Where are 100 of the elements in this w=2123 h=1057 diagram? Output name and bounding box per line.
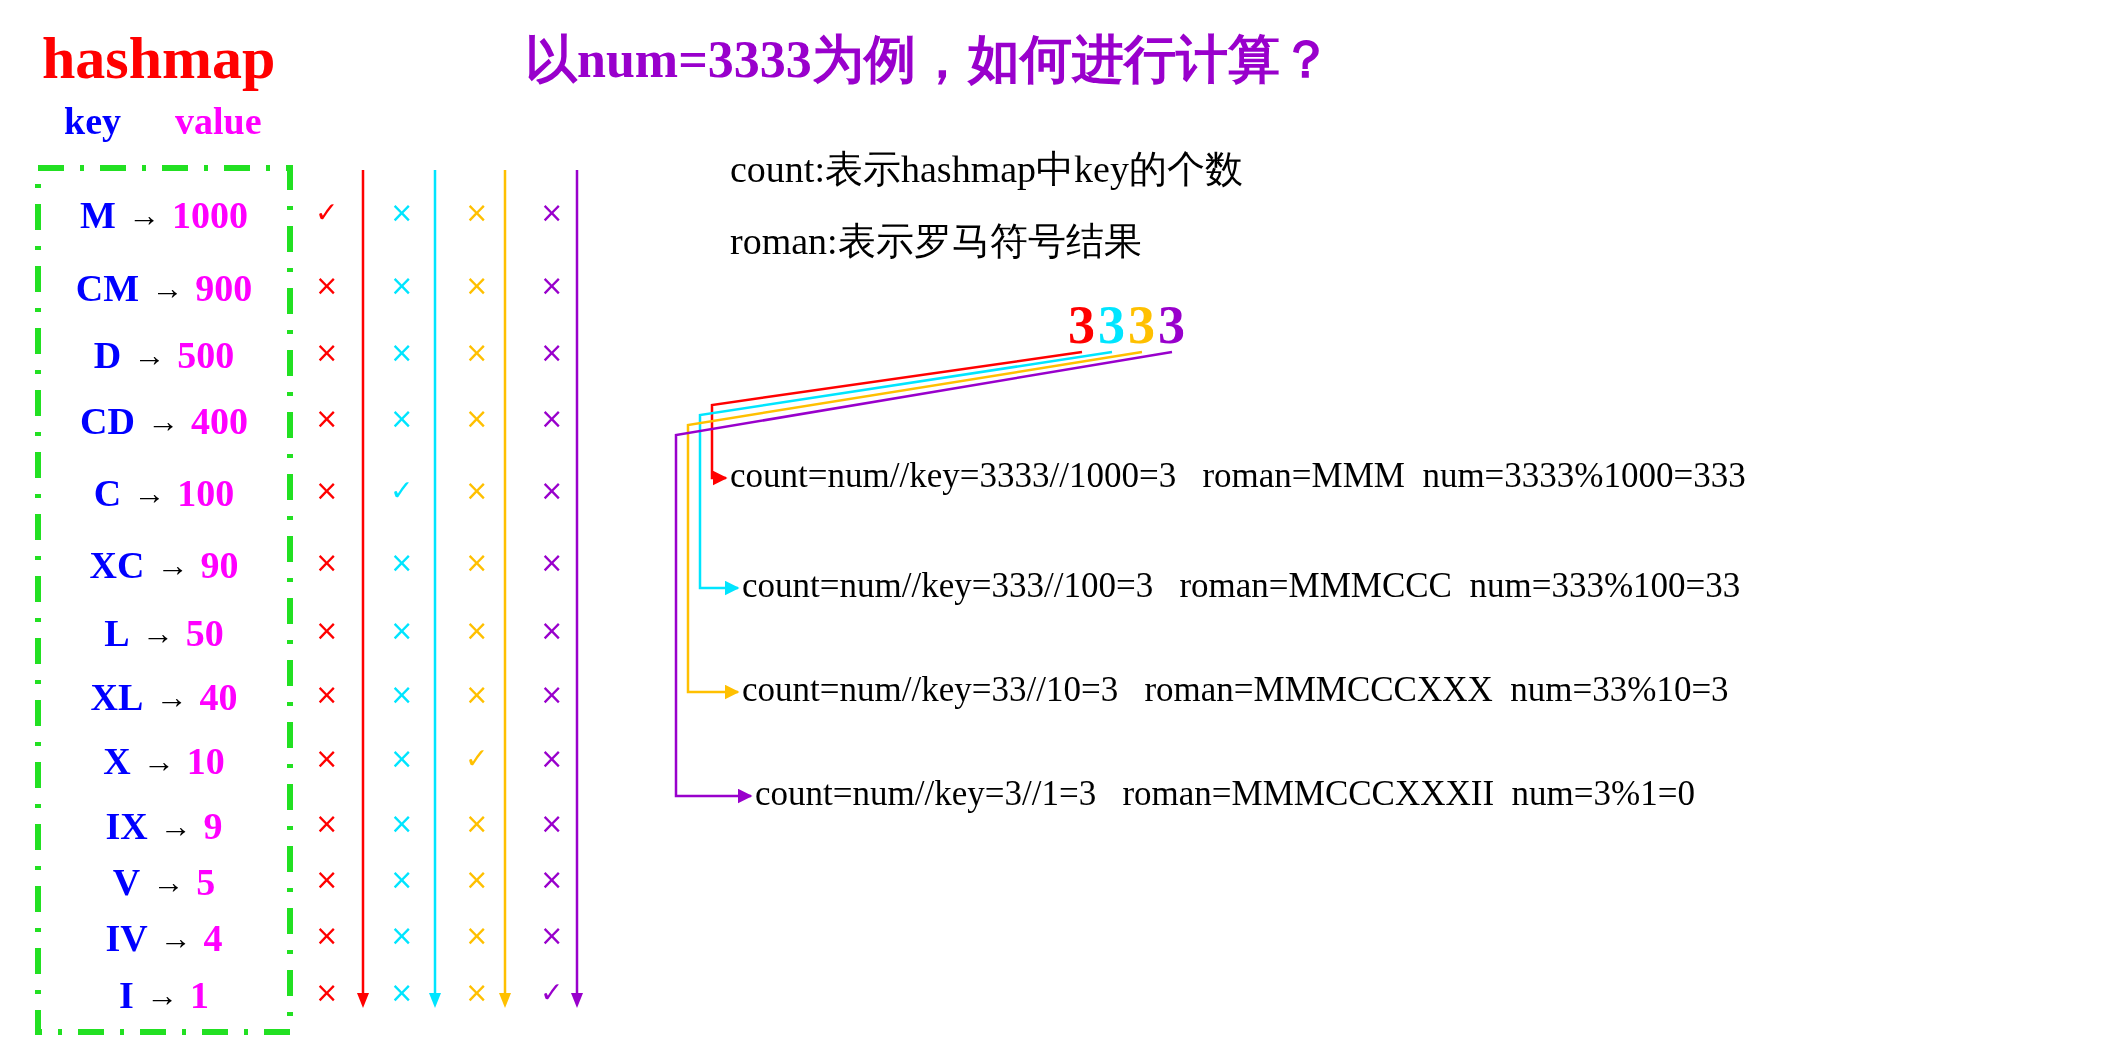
definition-text: count:表示hashmap中key的个数: [730, 150, 1243, 188]
mapping-arrow: →: [156, 549, 189, 581]
check-mark: ×: [465, 810, 489, 838]
check-mark: ×: [315, 549, 339, 577]
integer-value: 5: [196, 863, 216, 901]
arrow: [710, 350, 1083, 486]
check-mark: ×: [465, 549, 489, 577]
check-mark: ×: [315, 477, 339, 505]
integer-value: 1: [189, 976, 209, 1014]
mapping-arrow: →: [133, 477, 166, 509]
roman-key: XC: [89, 546, 145, 584]
check-mark: ×: [315, 810, 339, 838]
check-mark: ✓: [465, 745, 489, 773]
check-mark: ×: [540, 681, 564, 709]
arrow: [674, 350, 1173, 804]
roman-key: CD: [80, 402, 135, 440]
roman-key: CM: [75, 269, 140, 307]
mapping-arrow: →: [151, 272, 184, 304]
check-mark: ×: [315, 339, 339, 367]
integer-value: 9: [203, 807, 223, 845]
integer-value: 50: [185, 614, 224, 652]
check-mark: ×: [540, 922, 564, 950]
check-mark: ×: [390, 617, 414, 645]
check-mark: ✓: [540, 979, 564, 1007]
check-mark: ×: [390, 549, 414, 577]
check-mark: ✓: [390, 477, 414, 505]
arrow: [698, 350, 1113, 596]
check-mark: ×: [465, 199, 489, 227]
check-mark: ×: [390, 339, 414, 367]
check-mark: ×: [540, 745, 564, 773]
check-mark: ×: [540, 617, 564, 645]
integer-value: 4: [203, 919, 223, 957]
check-mark: ×: [540, 866, 564, 894]
roman-key: D: [93, 336, 122, 374]
calculation-step: count=num//key=3//1=3 roman=MMMCCCXXXII num=3%1=0: [755, 776, 1695, 811]
check-mark: ×: [465, 922, 489, 950]
check-mark: ×: [465, 617, 489, 645]
integer-value: 10: [186, 742, 225, 780]
check-mark: ×: [315, 405, 339, 433]
key-heading: key: [64, 102, 121, 140]
check-mark: ×: [390, 810, 414, 838]
integer-value: 100: [177, 474, 235, 512]
mapping-arrow: →: [142, 745, 175, 777]
check-mark: ×: [390, 681, 414, 709]
check-mark: ×: [315, 272, 339, 300]
check-mark: ×: [390, 405, 414, 433]
mapping-arrow: →: [127, 199, 160, 231]
integer-value: 1000: [171, 196, 248, 234]
check-mark: ×: [390, 745, 414, 773]
roman-key: M: [80, 196, 116, 234]
digit: 3: [1098, 298, 1125, 352]
check-mark: ×: [465, 405, 489, 433]
check-mark: ×: [540, 199, 564, 227]
check-mark: ×: [465, 477, 489, 505]
check-mark: ×: [540, 339, 564, 367]
hashmap-box: [35, 165, 293, 1035]
roman-key: L: [104, 614, 130, 652]
value-heading: value: [175, 102, 262, 140]
digit: 3: [1068, 298, 1095, 352]
integer-value: 400: [190, 402, 248, 440]
roman-key: IX: [105, 807, 148, 845]
integer-value: 40: [199, 678, 238, 716]
check-mark: ×: [465, 866, 489, 894]
mapping-arrow: →: [155, 681, 188, 713]
arrow: [686, 350, 1143, 700]
digit: 3: [1158, 298, 1185, 352]
integer-value: 900: [195, 269, 253, 307]
check-mark: ×: [315, 617, 339, 645]
title: 以num=3333为例，如何进行计算？: [525, 34, 1332, 86]
definition-text: roman:表示罗马符号结果: [730, 222, 1142, 260]
mapping-arrow: →: [141, 617, 174, 649]
check-mark: ×: [390, 866, 414, 894]
check-mark: ×: [390, 272, 414, 300]
check-mark: ×: [390, 199, 414, 227]
check-mark: ×: [465, 979, 489, 1007]
calculation-step: count=num//key=3333//1000=3 roman=MMM num=3333%1000=333: [730, 458, 1746, 493]
digit: 3: [1128, 298, 1155, 352]
check-mark: ×: [390, 922, 414, 950]
check-mark: ×: [390, 979, 414, 1007]
mapping-arrow: →: [146, 405, 179, 437]
roman-key: V: [112, 863, 141, 901]
mapping-arrow: →: [159, 810, 192, 842]
roman-key: IV: [105, 919, 148, 957]
mapping-arrow: →: [152, 866, 185, 898]
check-mark: ×: [315, 681, 339, 709]
calculation-step: count=num//key=33//10=3 roman=MMMCCCXXX num=33%10=3: [742, 672, 1729, 707]
roman-key: XL: [90, 678, 144, 716]
mapping-arrow: →: [145, 979, 178, 1011]
check-mark: ×: [315, 745, 339, 773]
check-mark: ×: [540, 477, 564, 505]
check-mark: ×: [540, 810, 564, 838]
mapping-arrow: →: [133, 339, 166, 371]
check-mark: ✓: [315, 199, 339, 227]
roman-key: C: [93, 474, 122, 512]
check-mark: ×: [315, 866, 339, 894]
check-mark: ×: [540, 549, 564, 577]
mapping-arrow: →: [159, 922, 192, 954]
calculation-step: count=num//key=333//100=3 roman=MMMCCC num=333%100=33: [742, 568, 1741, 603]
check-mark: ×: [540, 272, 564, 300]
check-mark: ×: [465, 681, 489, 709]
